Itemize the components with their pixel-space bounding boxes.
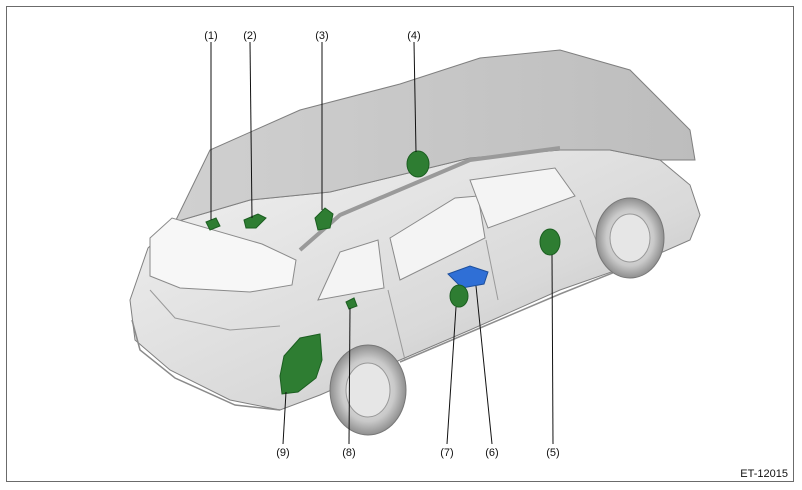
leader-line-8 — [348, 307, 351, 445]
component-5 — [539, 228, 561, 256]
rocker-line — [399, 261, 641, 363]
rear-window — [149, 217, 297, 293]
front-wheel — [595, 197, 665, 279]
component-2 — [243, 213, 267, 229]
component-4 — [406, 150, 430, 178]
callout-4: (4) — [407, 30, 420, 42]
callout-7: (7) — [440, 447, 453, 459]
callout-9: (9) — [276, 447, 289, 459]
side-window-front — [469, 167, 576, 229]
component-9 — [279, 333, 323, 395]
leader-line-2 — [249, 41, 253, 219]
callout-3: (3) — [315, 30, 328, 42]
component-8 — [345, 297, 358, 310]
component-1 — [205, 217, 221, 231]
figure-code: ET-12015 — [740, 468, 788, 480]
car-body — [129, 49, 701, 411]
rear-wheel — [329, 344, 407, 436]
roof-rail — [298, 146, 561, 252]
tailgate-line — [149, 289, 281, 331]
rear-bumper — [131, 319, 281, 411]
leader-line-6 — [475, 285, 493, 445]
leader-line-4 — [413, 41, 417, 153]
leader-line-7 — [446, 306, 457, 445]
callout-2: (2) — [243, 30, 256, 42]
side-window-middle — [389, 195, 486, 281]
car-roof — [174, 49, 696, 223]
component-3 — [314, 207, 334, 231]
callout-labels: (1) (2) (3) (4) (5) (6) (7) (8) (9) — [204, 30, 559, 459]
component-7 — [449, 284, 469, 308]
leader-line-5 — [551, 254, 554, 445]
components — [205, 150, 561, 395]
leader-line-9 — [282, 391, 287, 445]
callout-5: (5) — [546, 447, 559, 459]
callout-8: (8) — [342, 447, 355, 459]
side-window-rear — [317, 239, 385, 301]
callout-1: (1) — [204, 30, 217, 42]
leader-lines — [210, 41, 554, 445]
callout-6: (6) — [485, 447, 498, 459]
